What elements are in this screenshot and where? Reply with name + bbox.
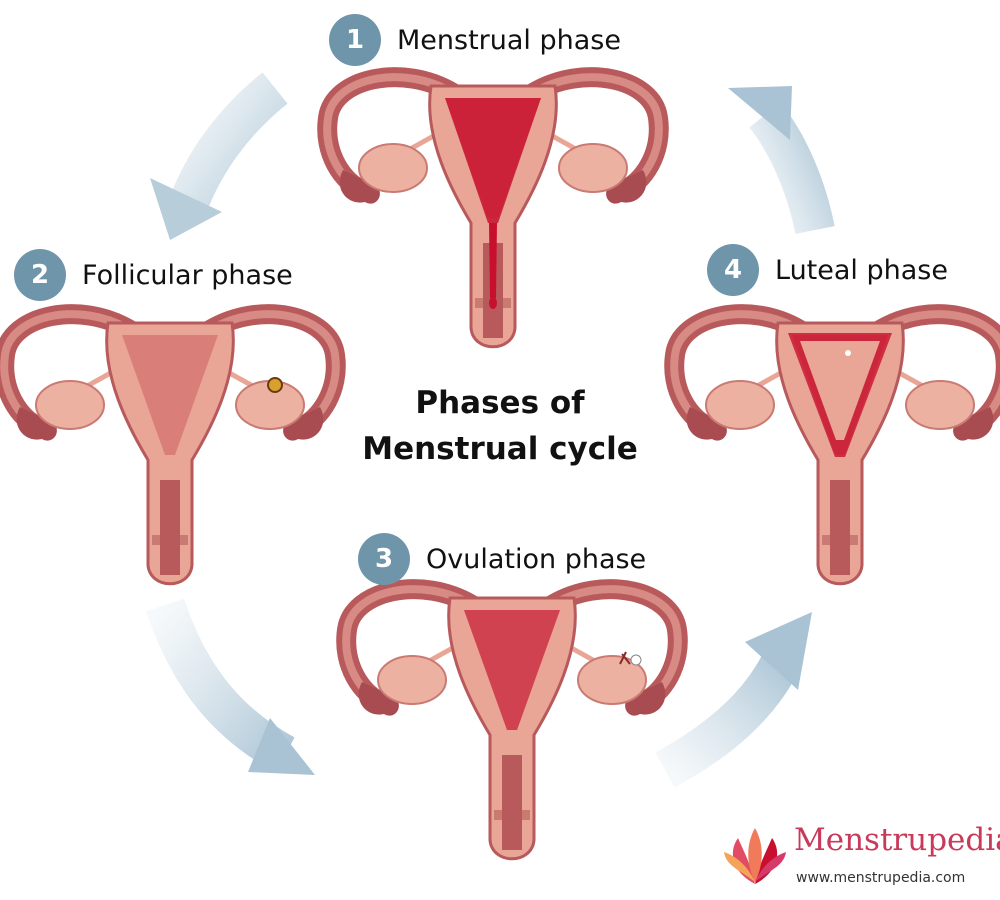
- cycle-arrow-icon: [146, 598, 315, 775]
- uterus-illustration-icon: [4, 314, 336, 584]
- phase-1-heading: 1 Menstrual phase: [329, 14, 621, 66]
- brand-url: www.menstrupedia.com: [796, 870, 966, 886]
- title-line-1: Phases of: [415, 385, 585, 421]
- phase-label: Menstrual phase: [397, 24, 621, 56]
- uterus-illustration-icon: [346, 589, 678, 859]
- phase-2-heading: 2 Follicular phase: [14, 249, 293, 301]
- phase-label: Luteal phase: [775, 254, 948, 286]
- phase-label: Ovulation phase: [426, 543, 647, 575]
- phase-label: Follicular phase: [82, 259, 293, 291]
- cycle-arrow-icon: [150, 72, 288, 240]
- phase-number-badge: 4: [707, 244, 759, 296]
- brand-name: Menstrupedia: [794, 822, 1000, 858]
- phase-number-badge: 2: [14, 249, 66, 301]
- cycle-arrow-icon: [728, 86, 835, 235]
- uterus-illustration-icon: [327, 77, 659, 347]
- brand-block: Menstrupedia www.menstrupedia.com: [722, 818, 1000, 892]
- menstrupedia-logo-icon: [724, 828, 786, 884]
- uterus-illustration-icon: [674, 314, 1000, 584]
- phase-number-badge: 1: [329, 14, 381, 66]
- title-line-2: Menstrual cycle: [362, 431, 638, 467]
- diagram-title: Phases of Menstrual cycle: [320, 380, 680, 472]
- phase-3-heading: 3 Ovulation phase: [358, 533, 646, 585]
- phase-4-heading: 4 Luteal phase: [707, 244, 948, 296]
- cycle-arrow-icon: [655, 612, 812, 788]
- phase-number-badge: 3: [358, 533, 410, 585]
